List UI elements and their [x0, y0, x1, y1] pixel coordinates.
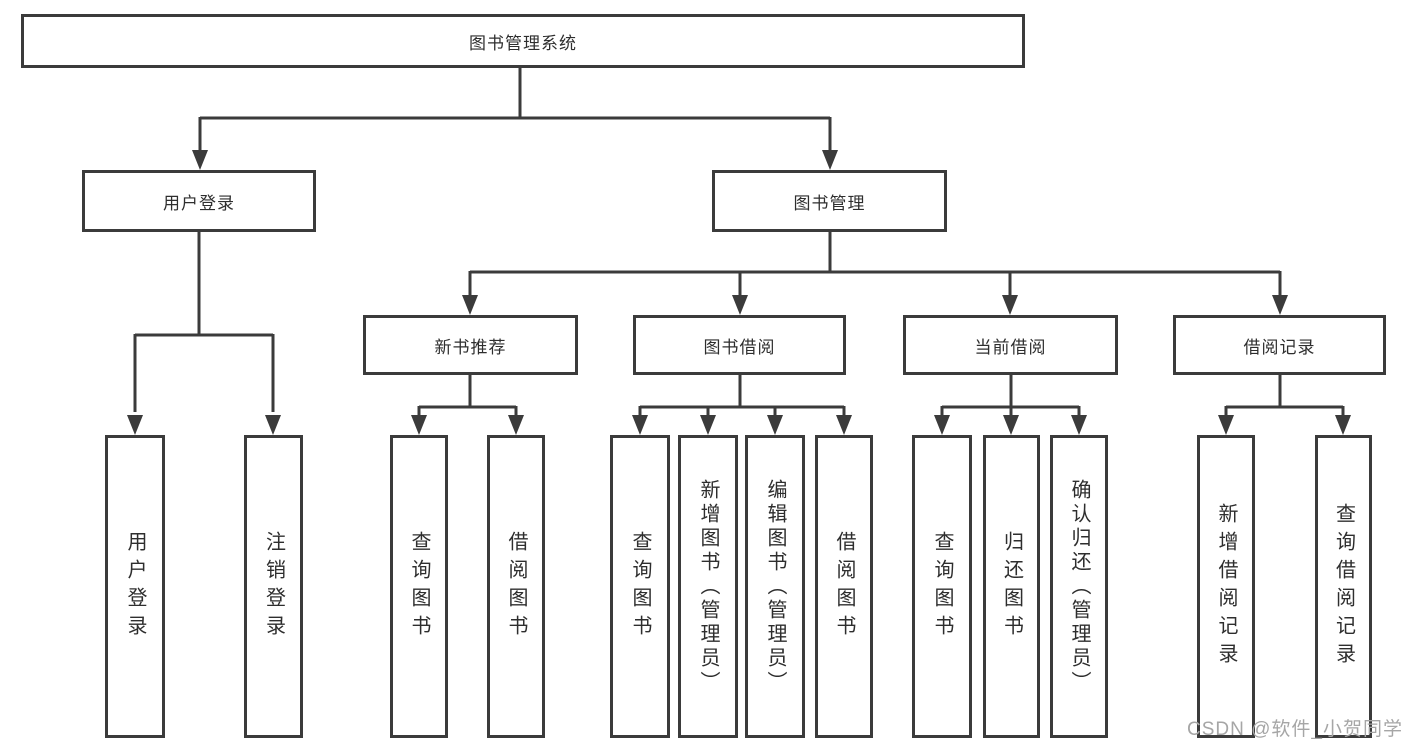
leaf-confirm-return-admin: 确认归还（管理员） — [1050, 435, 1108, 738]
leaf-borrowing-borrow-books: 借阅图书 — [815, 435, 873, 738]
connector-lines — [133, 66, 1345, 417]
node-book-management: 图书管理 — [712, 170, 947, 232]
leaf-edit-books-admin: 编辑图书（管理员） — [745, 435, 805, 738]
leaf-add-books-admin: 新增图书（管理员） — [678, 435, 738, 738]
leaf-user-login: 用户登录 — [105, 435, 165, 738]
watermark: CSDN @软件_小贺同学 — [1187, 719, 1403, 740]
leaf-query-borrow-record: 查询借阅记录 — [1315, 435, 1372, 738]
leaf-borrowing-query-books: 查询图书 — [610, 435, 670, 738]
node-user-login: 用户登录 — [82, 170, 316, 232]
leaf-return-books: 归还图书 — [983, 435, 1040, 738]
node-borrowing-records: 借阅记录 — [1173, 315, 1386, 375]
node-book-borrowing: 图书借阅 — [633, 315, 846, 375]
node-current-borrowing: 当前借阅 — [903, 315, 1118, 375]
leaf-recommend-borrow-books: 借阅图书 — [487, 435, 545, 738]
leaf-logout: 注销登录 — [244, 435, 303, 738]
node-new-book-recommend: 新书推荐 — [363, 315, 578, 375]
leaf-recommend-query-books: 查询图书 — [390, 435, 448, 738]
node-root: 图书管理系统 — [21, 14, 1025, 68]
leaf-current-query-books: 查询图书 — [912, 435, 972, 738]
leaf-add-borrow-record: 新增借阅记录 — [1197, 435, 1255, 738]
